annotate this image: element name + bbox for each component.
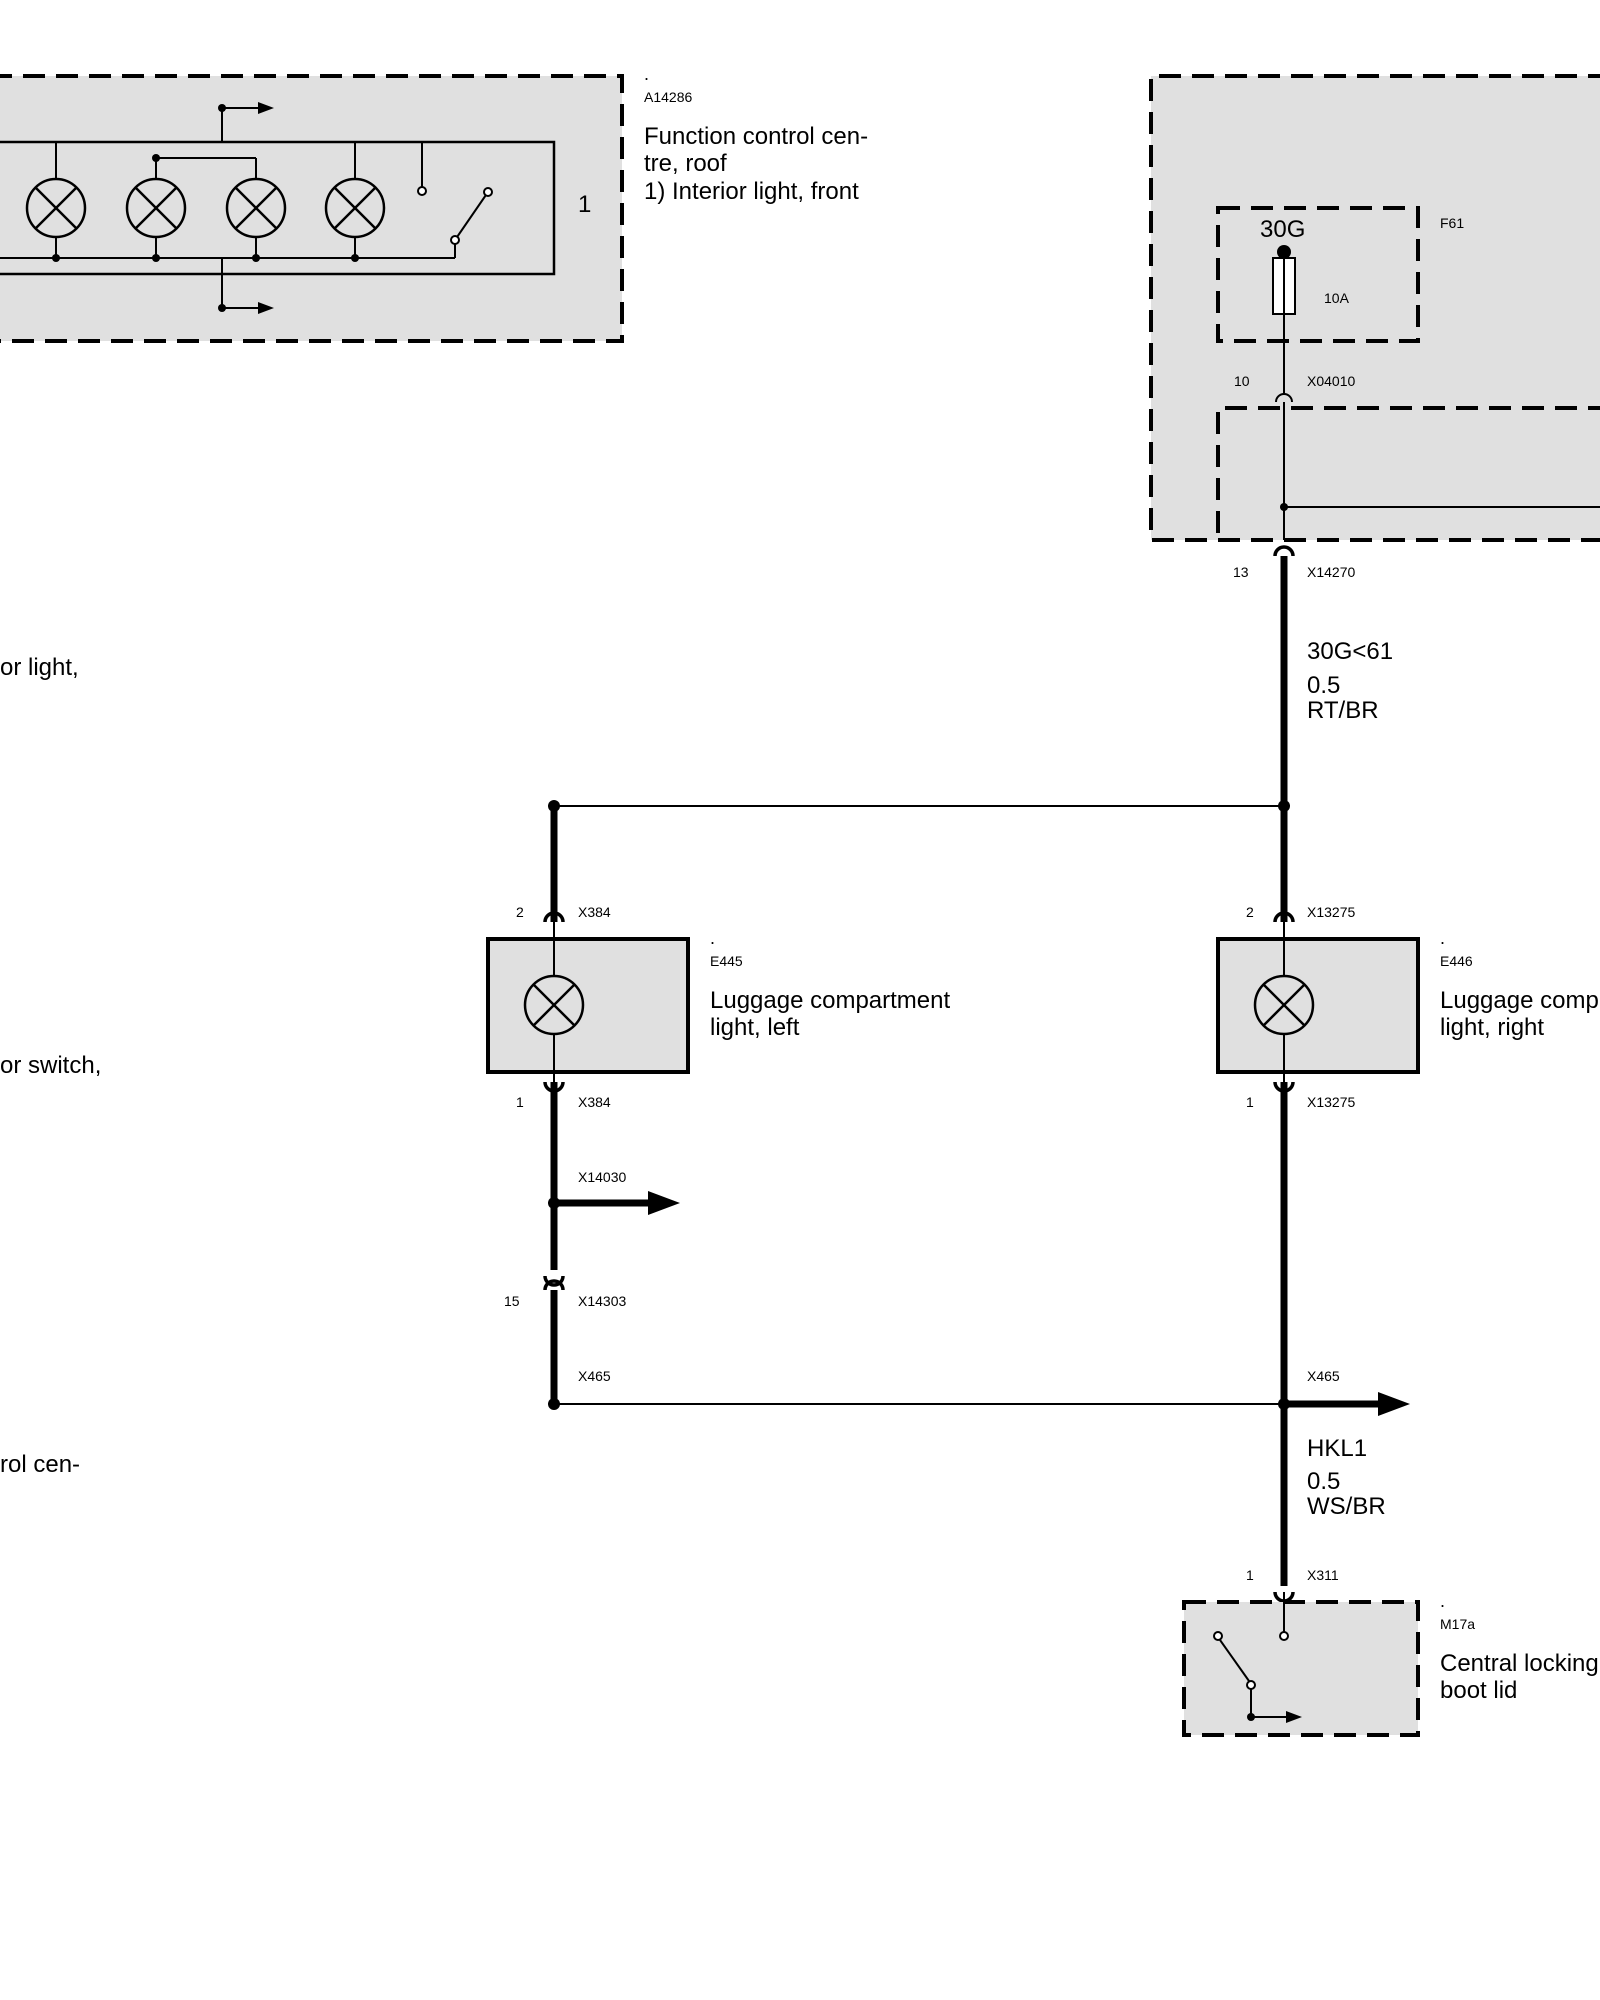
supply-color: RT/BR	[1307, 697, 1379, 724]
x384-bot-code: X384	[578, 1094, 611, 1110]
arrow-right-icon	[554, 1191, 680, 1215]
component-a14286: 1 . A14286 Function control cen- tre, ro…	[0, 64, 868, 343]
e446-name-line-2: light, right	[1440, 1014, 1544, 1041]
cut-text-3: rol cen-	[0, 1451, 80, 1478]
branch-right: 2 X13275 . E446 Luggage comp light, righ…	[1216, 806, 1599, 1603]
arrow-right-icon	[1284, 1392, 1410, 1416]
a14286-name-line-3: 1) Interior light, front	[644, 178, 859, 205]
e445-code: E445	[710, 953, 743, 969]
x311-code: X311	[1307, 1567, 1339, 1583]
x13275-top-pin: 2	[1246, 904, 1254, 920]
e445-mark: .	[710, 928, 715, 948]
supply-size: 0.5	[1307, 672, 1340, 699]
x14270-pin: 13	[1233, 564, 1249, 580]
a14286-name-line-1: Function control cen-	[644, 123, 868, 150]
supply-signal: 30G<61	[1307, 638, 1393, 665]
a14286-frame	[0, 74, 624, 343]
e446-mark: .	[1440, 928, 1445, 948]
x14303-pin: 15	[504, 1293, 520, 1309]
m17a-code: M17a	[1440, 1616, 1475, 1632]
x311-pin: 1	[1246, 1567, 1254, 1583]
x14303-code: X14303	[578, 1293, 626, 1309]
e445-frame	[486, 937, 690, 1074]
switch-contact	[1219, 1639, 1250, 1682]
x384-bot-pin: 1	[516, 1094, 524, 1110]
hkl1-size: 0.5	[1307, 1468, 1340, 1495]
m17a-frame	[1182, 1600, 1420, 1737]
x14030-code: X14030	[578, 1169, 626, 1185]
cut-text-1: or light,	[0, 654, 79, 681]
a14286-code: A14286	[644, 89, 692, 105]
x14270-code: X14270	[1307, 564, 1355, 580]
x13275-bot-code: X13275	[1307, 1094, 1355, 1110]
fuse-f61-frame	[1216, 206, 1420, 343]
e446-name-line-1: Luggage comp	[1440, 987, 1599, 1014]
x384-top-code: X384	[578, 904, 611, 920]
e446-frame	[1216, 937, 1420, 1074]
branch-left: 2 X384 . E445 Luggage compartment light,…	[486, 806, 950, 1410]
a14286-name-line-2: tre, roof	[644, 150, 727, 177]
e445-name-line-1: Luggage compartment	[710, 987, 950, 1014]
m17a-name-line-2: boot lid	[1440, 1677, 1517, 1704]
cut-text-2: or switch,	[0, 1052, 101, 1079]
component-m17a: . M17a Central locking boot lid	[1182, 1591, 1599, 1737]
x384-top-pin: 2	[516, 904, 524, 920]
component-f61-module: 30G 10A F61 10 X04010	[1149, 74, 1600, 542]
x465-left-code: X465	[578, 1368, 611, 1384]
a14286-mark: .	[644, 64, 649, 84]
x13275-bot-pin: 1	[1246, 1094, 1254, 1110]
x13275-top-code: X13275	[1307, 904, 1355, 920]
m17a-name-line-1: Central locking	[1440, 1650, 1599, 1677]
x465-right-code: X465	[1307, 1368, 1340, 1384]
arrow-right-icon	[222, 102, 274, 114]
arrow-right-icon	[1251, 1711, 1302, 1723]
fuse-rating: 10A	[1324, 290, 1350, 306]
a14286-pin-label: 1	[578, 191, 591, 218]
fuse-module-inner-frame	[1216, 406, 1600, 540]
e446-code: E446	[1440, 953, 1473, 969]
hkl1-color: WS/BR	[1307, 1493, 1386, 1520]
hkl1-signal: HKL1	[1307, 1435, 1367, 1462]
fuse-code: F61	[1440, 215, 1464, 231]
e445-name-line-2: light, left	[710, 1014, 800, 1041]
arrow-right-icon	[222, 302, 274, 314]
fuse-terminal-label: 30G	[1260, 216, 1305, 243]
wire-supply-30g: 13 X14270 30G<61 0.5 RT/BR	[1233, 545, 1393, 806]
a14286-inner-box	[0, 140, 556, 276]
x04010-code: X04010	[1307, 373, 1355, 389]
fuse-module-frame	[1149, 74, 1600, 542]
m17a-mark: .	[1440, 1591, 1445, 1611]
x04010-pin: 10	[1234, 373, 1250, 389]
